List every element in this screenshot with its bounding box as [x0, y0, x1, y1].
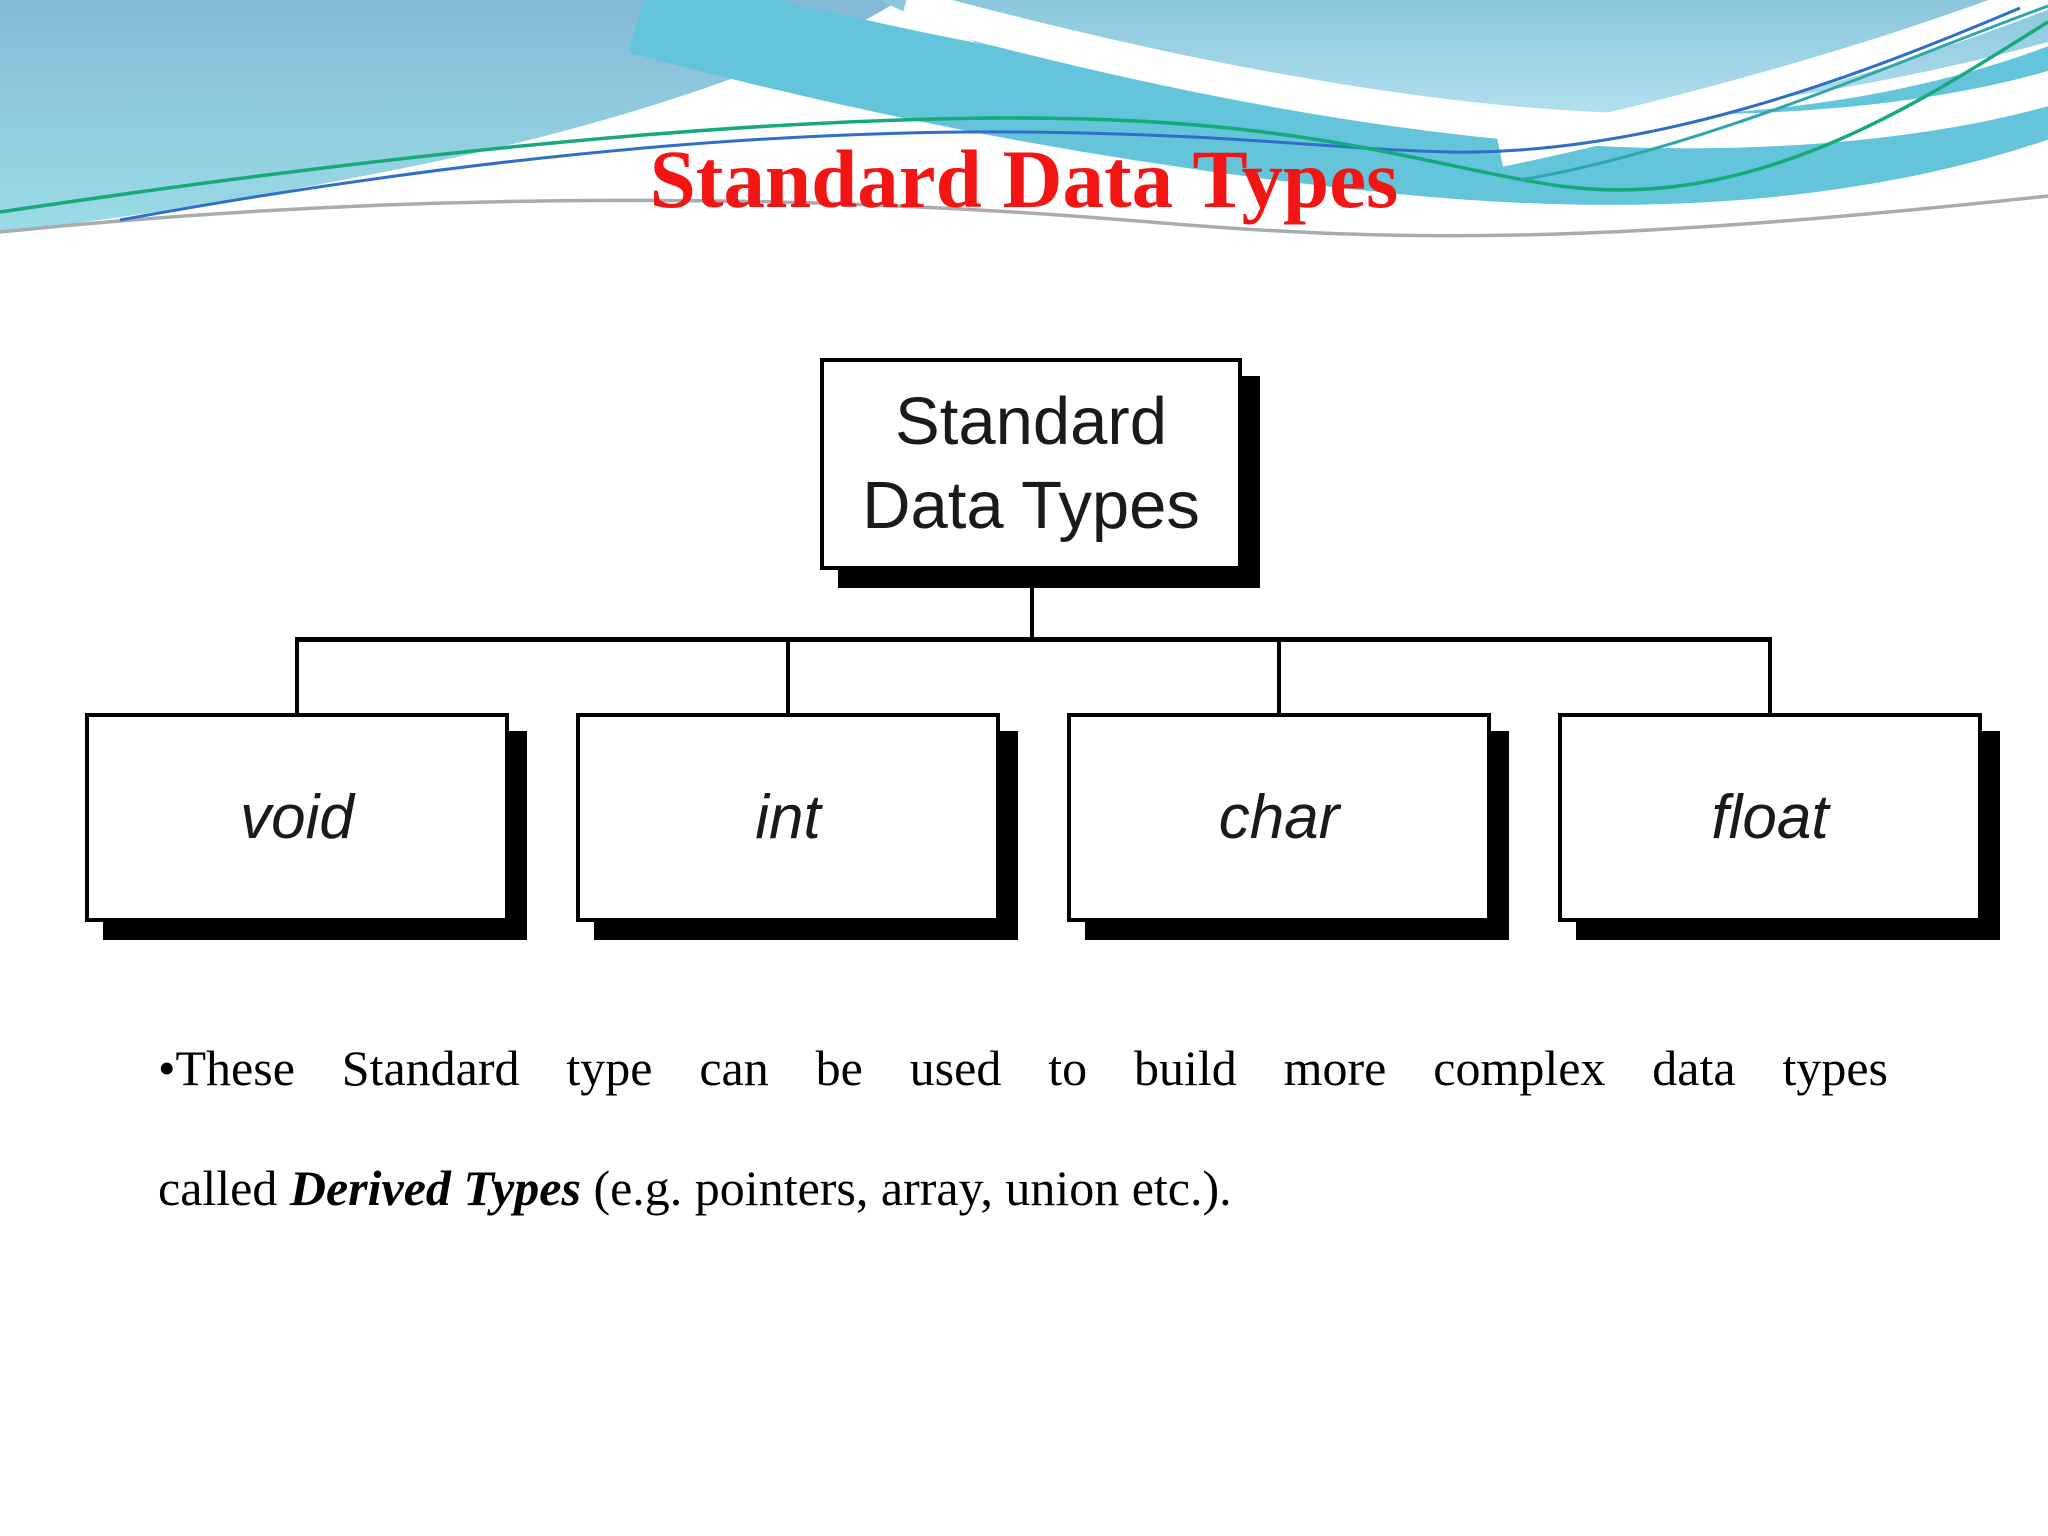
bullet-line2-emphasis: Derived Types	[289, 1160, 581, 1216]
node-void: void	[85, 713, 509, 922]
connector-stub-char	[1277, 640, 1281, 714]
node-int: int	[576, 713, 1000, 922]
line-green	[0, 20, 2048, 214]
node-char: char	[1067, 713, 1491, 922]
bullet-line-1: •These Standard type can be used to buil…	[158, 1040, 1888, 1096]
root-label-line1: Standard	[895, 384, 1167, 459]
node-standard-data-types: Standard Data Types	[820, 358, 1242, 570]
bullet-paragraph: •These Standard type can be used to buil…	[158, 1008, 1888, 1248]
bullet-line2-suffix: (e.g. pointers, array, union etc.).	[580, 1160, 1232, 1216]
connector-stub-float	[1768, 640, 1772, 714]
node-char-label: char	[1218, 783, 1340, 852]
node-float: float	[1558, 713, 1982, 922]
page-title: Standard Data Types	[649, 133, 1399, 225]
node-int-label: int	[755, 783, 821, 852]
header-decoration	[0, 0, 2048, 238]
line-teal	[1519, 4, 2048, 182]
node-float-label: float	[1711, 783, 1829, 852]
root-label-line2: Data Types	[862, 468, 1200, 543]
bullet-line2-prefix: called	[158, 1160, 290, 1216]
node-void-label: void	[240, 783, 354, 852]
connector-stub-void	[295, 640, 299, 714]
connector-root-vertical	[1030, 566, 1034, 641]
line-gray	[0, 194, 2048, 238]
connector-horizontal	[295, 637, 1772, 642]
white-band	[900, 0, 2048, 149]
bullet-line-2: called Derived Types (e.g. pointers, arr…	[158, 1128, 1888, 1248]
line-blue	[119, 6, 2021, 222]
corner-white-band	[1496, 0, 2048, 167]
connector-stub-int	[786, 640, 790, 714]
